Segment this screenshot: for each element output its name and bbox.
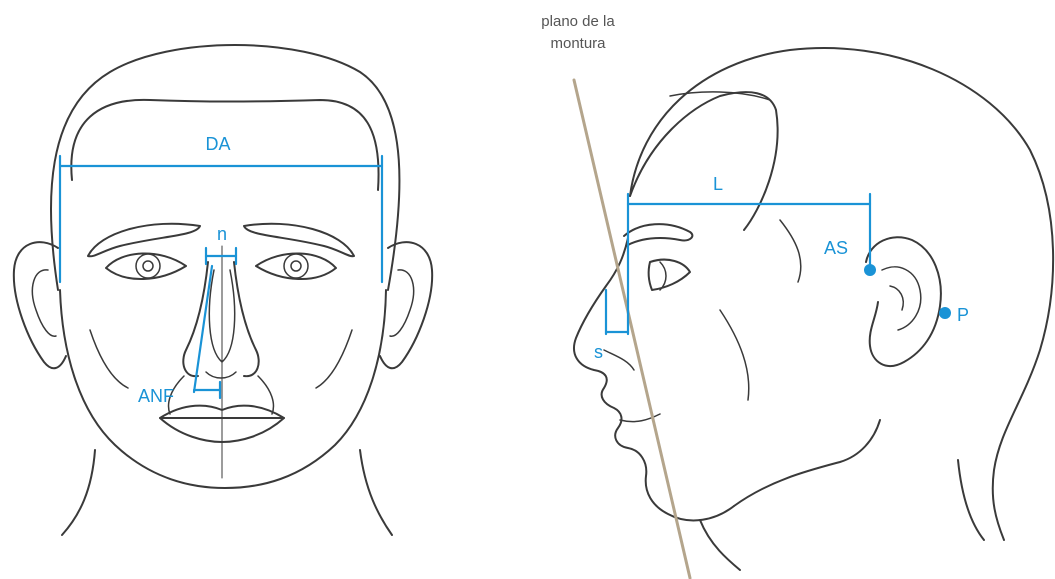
front-neck-left <box>62 450 95 535</box>
side-brow <box>624 224 692 246</box>
front-right-eye <box>256 253 336 279</box>
as-label: AS <box>824 238 848 258</box>
side-neck-front <box>700 520 740 570</box>
side-head-outline <box>630 48 1053 540</box>
front-right-eyebrow <box>244 224 354 257</box>
front-left-pupil <box>143 261 153 271</box>
frame-plane-line <box>574 80 690 578</box>
front-left-ear-inner <box>32 270 56 336</box>
s-measurement: s <box>594 290 628 362</box>
front-left-eyebrow <box>88 224 200 257</box>
anf-measurement: ANF <box>138 266 220 406</box>
s-label: s <box>594 342 603 362</box>
da-label: DA <box>205 134 230 154</box>
front-right-cheek-line <box>316 330 352 388</box>
p-label: P <box>957 305 969 325</box>
front-nose-tip <box>206 372 236 378</box>
front-face-view: DA n ANF <box>14 45 432 535</box>
side-hair-front <box>630 92 778 230</box>
frame-plane-note-line2: montura <box>550 35 606 52</box>
front-neck-right <box>360 450 392 535</box>
side-neck-back <box>958 460 984 540</box>
side-face-view: plano de la montura L AS P s <box>541 13 1053 578</box>
side-cheek-line <box>720 310 749 400</box>
side-eye-iris <box>660 262 666 290</box>
p-point: P <box>939 305 969 325</box>
n-label: n <box>217 224 227 244</box>
anf-label: ANF <box>138 386 174 406</box>
frame-plane-note-line1: plano de la <box>541 13 615 30</box>
front-jaw-outline <box>60 290 386 488</box>
front-right-iris <box>284 254 308 278</box>
front-left-cheek-line <box>90 330 128 388</box>
side-ear-fold <box>890 286 903 310</box>
front-left-ear <box>14 242 66 368</box>
side-eye <box>649 260 690 290</box>
side-nostril <box>604 350 634 370</box>
front-left-iris <box>136 254 160 278</box>
l-label: L <box>713 174 723 194</box>
as-dot <box>864 264 876 276</box>
front-hair-outline <box>51 45 400 290</box>
front-left-eye <box>106 253 186 279</box>
front-right-pupil <box>291 261 301 271</box>
da-measurement: DA <box>60 134 382 282</box>
side-face-profile <box>574 238 734 520</box>
front-right-ear <box>380 242 432 368</box>
front-nose-right <box>234 262 259 376</box>
front-right-ear-inner <box>390 270 414 336</box>
n-measurement: n <box>206 224 236 264</box>
side-ear-inner <box>882 267 921 330</box>
side-jaw-line <box>734 420 880 506</box>
side-cheekbone <box>780 220 801 282</box>
p-dot <box>939 307 951 319</box>
